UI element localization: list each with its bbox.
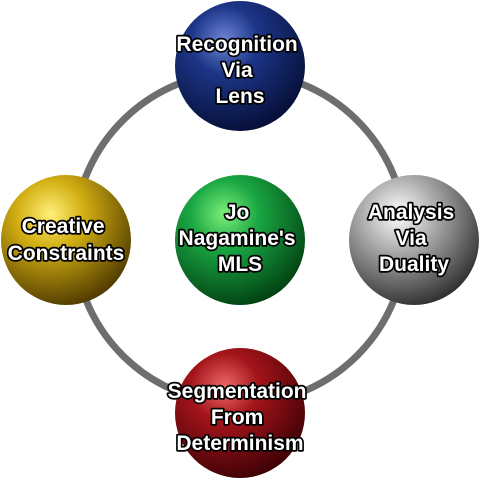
node-label-line: Lens: [215, 85, 264, 108]
node-circle: [175, 1, 305, 131]
node-label: Jo Nagamine's MLS: [179, 201, 302, 276]
node-label-line: Jo: [225, 201, 250, 224]
node-label: Analysis Via Duality: [368, 201, 460, 276]
node-label-line: Recognition: [176, 33, 297, 56]
node-label: Segmentation From Determinism: [168, 380, 313, 455]
node-label: Creative Constraints: [8, 215, 125, 265]
node-label-line: Constraints: [8, 242, 125, 265]
node-label-line: Nagamine's: [179, 227, 296, 250]
node-center-jo-nagamines-mls: Jo Nagamine's MLS: [175, 175, 305, 305]
node-circle: [349, 175, 479, 305]
node-label-line: From: [211, 406, 264, 429]
node-label-line: Analysis: [368, 201, 454, 224]
node-circle: [175, 348, 305, 478]
node-label-line: Segmentation: [168, 380, 307, 403]
node-label-line: Via: [222, 59, 253, 82]
node-label: Recognition Via Lens: [176, 33, 303, 108]
node-label-line: MLS: [218, 253, 262, 276]
node-label-line: Via: [396, 227, 427, 250]
node-label-line: Duality: [379, 253, 449, 276]
node-segmentation-from-determinism: Segmentation From Determinism: [166, 348, 313, 478]
node-label-line: Determinism: [176, 432, 303, 455]
node-analysis-via-duality: Analysis Via Duality: [349, 175, 479, 305]
node-circle: [1, 175, 131, 305]
node-recognition-via-lens: Recognition Via Lens: [175, 1, 305, 131]
node-label-line: Creative: [22, 215, 105, 238]
node-circle: [175, 175, 305, 305]
node-creative-constraints: Creative Constraints: [1, 175, 131, 305]
